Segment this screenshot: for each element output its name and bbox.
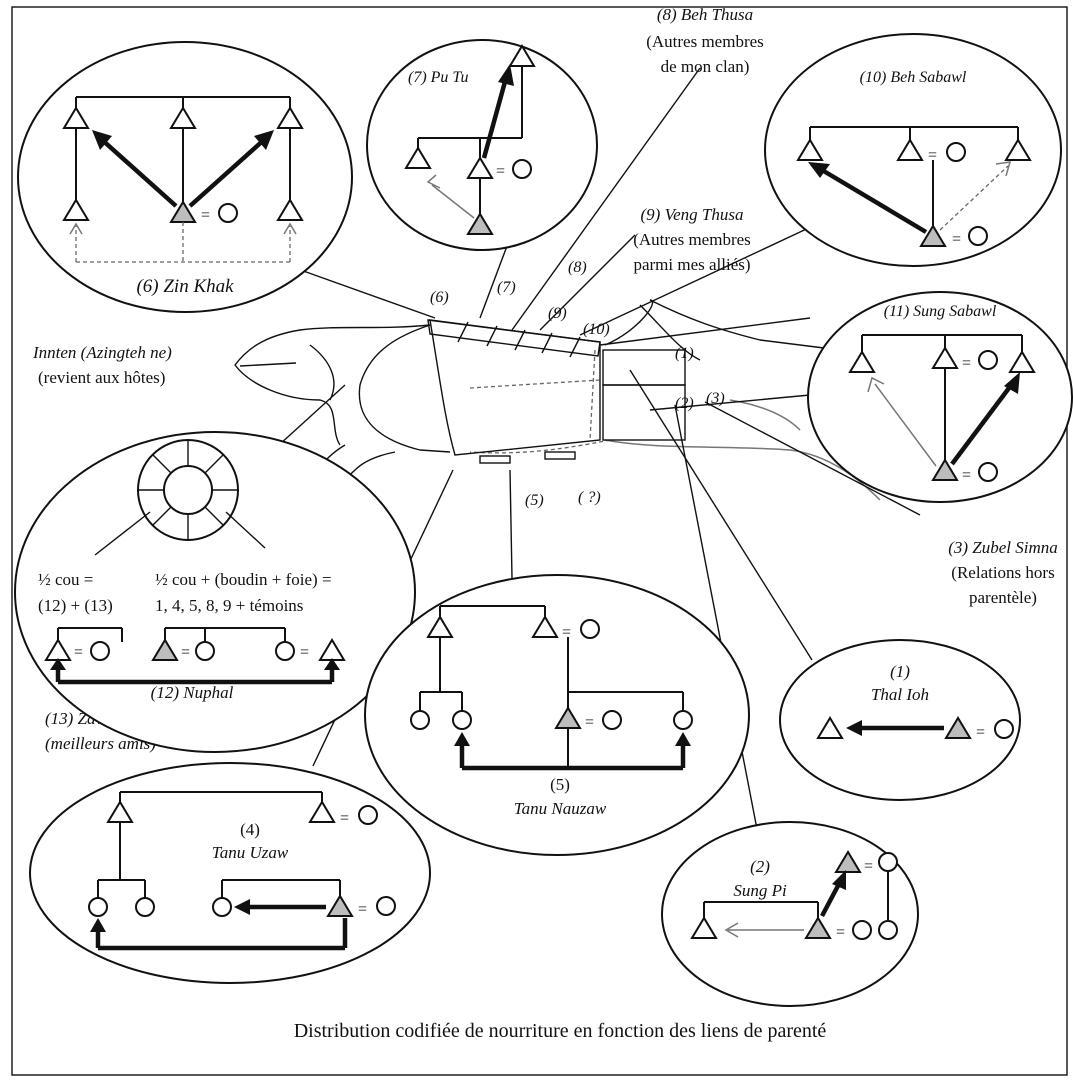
neck-left-1: ½ cou =	[38, 570, 93, 589]
svg-text:(8) Beh Thusa: (8) Beh Thusa	[657, 5, 753, 24]
neck-right-2: 1, 4, 5, 8, 9 + témoins	[155, 596, 303, 615]
label-11: (11) Sung Sabawl	[884, 303, 997, 320]
diagram-5-tanu-nauzaw: = = (5) Tanu Nauzaw	[364, 574, 750, 856]
label-10: (10) Beh Sabawl	[860, 69, 967, 86]
diagram-6-zin-khak: = (6) Zin Khak	[17, 41, 353, 313]
body-label-3: (3)	[706, 390, 725, 407]
label-13-desc: (meilleurs amis)	[45, 734, 156, 753]
label-9-title: (9) Veng Thusa	[641, 205, 744, 224]
body-label-6: (6)	[430, 289, 449, 306]
body-label-7: (7)	[497, 279, 516, 296]
carcass-cuts	[427, 319, 686, 464]
label-9-desc1: (Autres membres	[633, 230, 751, 249]
diagram-7-pu-tu: (7) Pu Tu =	[366, 39, 598, 251]
free-text-labels: (8) Beh Thusa (Autres membres de mon cla…	[32, 5, 1058, 753]
figure-caption: Distribution codifiée de nourriture en f…	[294, 1020, 827, 1042]
svg-text:=: =	[201, 207, 210, 224]
label-4-number: (4)	[240, 820, 260, 839]
label-5-name: Tanu Nauzaw	[514, 799, 607, 818]
diagram-12-nuphal: ½ cou = (12) + (13) ½ cou + (boudin + fo…	[14, 431, 416, 753]
label-3-desc2: parentèle)	[969, 588, 1037, 607]
diagram-1-thal-ioh: (1) Thal Ioh =	[779, 639, 1021, 801]
figure-border	[11, 6, 1068, 1076]
body-label-10: (10)	[583, 321, 610, 338]
label-8-desc1: (Autres membres	[646, 32, 764, 51]
svg-text:=: =	[562, 624, 571, 641]
body-label-8: (8)	[568, 259, 587, 276]
diagram-11-sung-sabawl: (11) Sung Sabawl = =	[807, 291, 1073, 503]
label-2-name: Sung Pi	[733, 881, 787, 900]
label-8-title: (8) Beh Thusa	[657, 5, 753, 24]
label-9-desc2: parmi mes alliés)	[633, 255, 750, 274]
label-3-desc1: (Relations hors	[951, 563, 1054, 582]
svg-text:=: =	[962, 467, 971, 484]
body-label-2: (2)	[675, 395, 694, 412]
label-1-name: Thal Ioh	[871, 685, 929, 704]
label-8-desc2: de mon clan)	[661, 57, 750, 76]
label-innten-desc: (revient aux hôtes)	[38, 368, 165, 387]
label-6: (6) Zin Khak	[136, 276, 234, 297]
svg-text:=: =	[74, 644, 83, 661]
body-label-1: (1)	[675, 345, 694, 362]
diagram-10-beh-sabawl: (10) Beh Sabawl = =	[764, 33, 1062, 267]
label-5-number: (5)	[550, 775, 570, 794]
label-2-number: (2)	[750, 857, 770, 876]
neck-right-1: ½ cou + (boudin + foie) =	[155, 570, 332, 589]
svg-text:=: =	[836, 924, 845, 941]
label-4-name: Tanu Uzaw	[212, 843, 289, 862]
diagram-2-sung-pi: (2) Sung Pi = =	[661, 821, 919, 1007]
svg-text:=: =	[358, 901, 367, 918]
diagram-4-tanu-uzaw: = (4) Tanu Uzaw =	[29, 762, 431, 984]
svg-text:=: =	[864, 858, 873, 875]
leader-lines	[239, 67, 921, 856]
svg-text:=: =	[952, 231, 961, 248]
body-label-5: (5)	[525, 492, 544, 509]
label-1-number: (1)	[890, 662, 910, 681]
svg-text:=: =	[181, 644, 190, 661]
body-label-unknown: ( ?)	[578, 489, 601, 506]
neck-left-2: (12) + (13)	[38, 596, 113, 615]
svg-text:=: =	[300, 644, 309, 661]
label-12: (12) Nuphal	[151, 683, 234, 702]
svg-text:=: =	[928, 147, 937, 164]
svg-text:=: =	[585, 714, 594, 731]
svg-text:=: =	[496, 163, 505, 180]
body-label-9: (9)	[548, 305, 567, 322]
label-3-title: (3) Zubel Simna	[948, 538, 1058, 557]
svg-text:=: =	[340, 810, 349, 827]
label-innten: Innten (Azingteh ne)	[32, 343, 172, 362]
svg-text:=: =	[976, 724, 985, 741]
label-7: (7) Pu Tu	[408, 69, 468, 86]
body-labels: (6) (7) (8) (9) (10) (1) (2) (3) (5) ( ?…	[430, 259, 725, 509]
svg-text:=: =	[962, 355, 971, 372]
